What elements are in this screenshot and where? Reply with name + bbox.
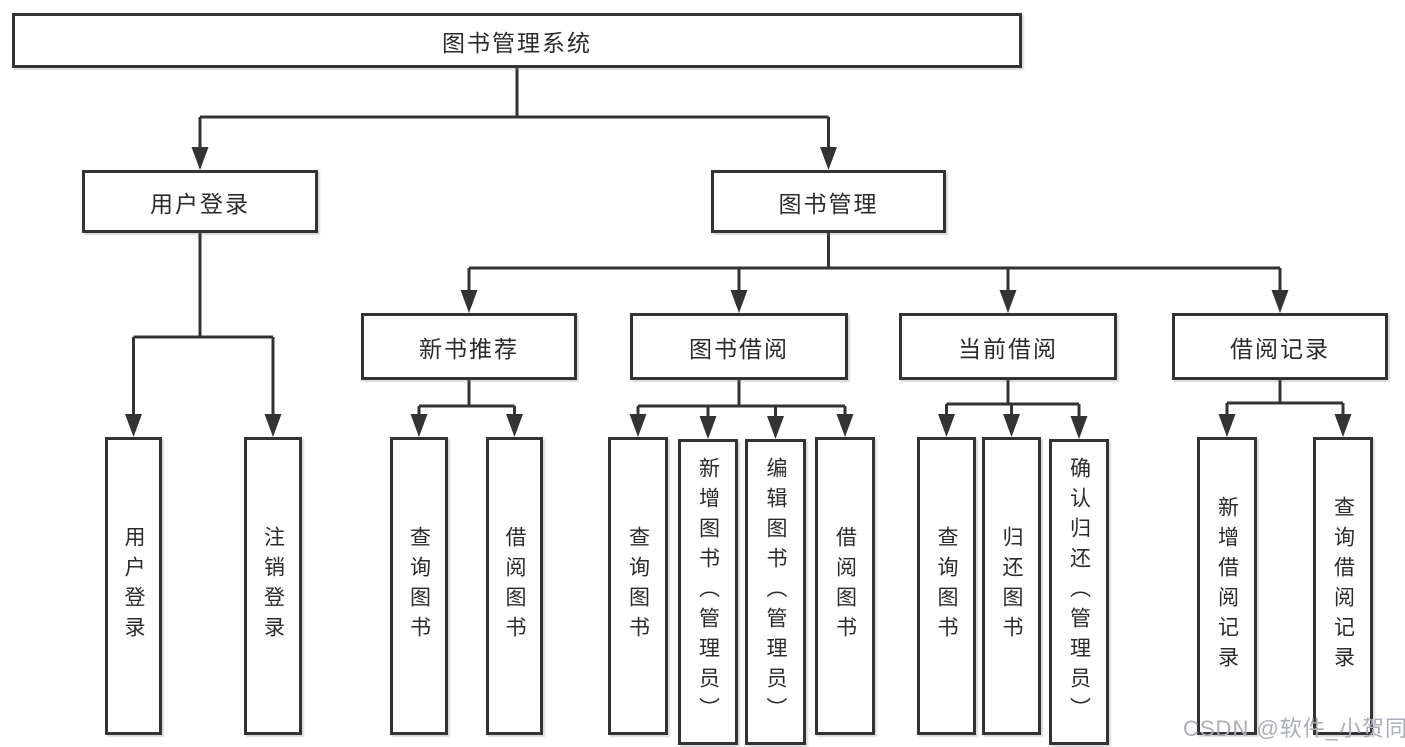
arrowhead xyxy=(506,414,523,437)
arrowhead xyxy=(1218,414,1236,437)
arrowhead xyxy=(460,290,478,313)
node-book-management: 图书管理 xyxy=(711,170,946,233)
connector-current-to-leaves xyxy=(938,380,1088,439)
node-label: 注销登录 xyxy=(261,526,285,646)
node-borrowing-records: 借阅记录 xyxy=(1172,313,1388,380)
node-label: 图书借阅 xyxy=(689,335,789,362)
node-label: 查询图书 xyxy=(626,526,650,646)
node-label: 确认归还（管理员） xyxy=(1067,457,1091,727)
arrowhead xyxy=(938,414,955,437)
node-label: 查询借阅记录 xyxy=(1331,496,1355,676)
connector-userlogin-to-leaves xyxy=(125,233,282,437)
node-user-login: 用户登录 xyxy=(82,170,318,233)
node-new-book-recommend: 新书推荐 xyxy=(361,313,577,380)
node-library-management-system: 图书管理系统 xyxy=(12,13,1022,68)
leaf-query-books-1: 查询图书 xyxy=(390,437,448,735)
connector-records-to-leaves xyxy=(1218,380,1352,437)
node-label: 当前借阅 xyxy=(958,335,1058,362)
arrowhead xyxy=(820,147,837,170)
csdn-watermark: CSDN @软件_小贺同学 xyxy=(1183,716,1405,741)
leaf-logout: 注销登录 xyxy=(244,437,302,735)
arrowhead xyxy=(999,290,1017,313)
arrowhead xyxy=(836,414,854,437)
leaf-edit-book-admin: 编辑图书（管理员） xyxy=(745,439,806,745)
node-label: 借阅记录 xyxy=(1230,335,1330,362)
node-label: 新增借阅记录 xyxy=(1215,496,1239,676)
leaf-query-borrow-record: 查询借阅记录 xyxy=(1313,437,1373,735)
leaf-borrow-books-1: 借阅图书 xyxy=(486,437,543,735)
node-current-borrowing: 当前借阅 xyxy=(899,313,1117,380)
arrowhead xyxy=(125,414,142,437)
arrowhead xyxy=(629,414,647,437)
node-book-borrowing: 图书借阅 xyxy=(630,313,848,380)
node-label: 用户登录 xyxy=(150,190,250,217)
arrowhead xyxy=(767,416,784,439)
node-label: 查询图书 xyxy=(407,526,431,646)
leaf-return-book: 归还图书 xyxy=(982,437,1041,735)
node-label: 查询图书 xyxy=(935,526,958,646)
arrowhead xyxy=(1334,414,1352,437)
arrowhead xyxy=(264,414,282,437)
node-label: 编辑图书（管理员） xyxy=(764,457,787,727)
arrowhead xyxy=(1003,414,1020,437)
node-label: 归还图书 xyxy=(1000,526,1023,646)
leaf-add-book-admin: 新增图书（管理员） xyxy=(678,439,738,745)
node-label: 图书管理系统 xyxy=(442,29,592,56)
node-label: 图书管理 xyxy=(778,190,879,217)
connector-root-to-level2 xyxy=(191,68,837,170)
arrowhead xyxy=(699,416,717,439)
leaf-add-borrow-record: 新增借阅记录 xyxy=(1197,437,1257,735)
arrowhead xyxy=(1271,290,1289,313)
arrowhead xyxy=(191,147,209,170)
connector-bookmgmt-to-level3 xyxy=(460,233,1289,313)
node-label: 新书推荐 xyxy=(419,335,519,362)
node-label: 用户登录 xyxy=(122,526,145,646)
leaf-confirm-return-admin: 确认归还（管理员） xyxy=(1049,439,1109,745)
arrowhead xyxy=(410,414,428,437)
leaf-borrow-books-2: 借阅图书 xyxy=(815,437,875,735)
leaf-query-books-3: 查询图书 xyxy=(917,437,976,735)
node-label: 借阅图书 xyxy=(503,526,526,646)
leaf-user-login: 用户登录 xyxy=(105,437,162,735)
arrowhead xyxy=(730,290,748,313)
arrowhead xyxy=(1070,416,1088,439)
connector-newbooks-to-leaves xyxy=(410,380,523,437)
leaf-query-books-2: 查询图书 xyxy=(608,437,668,735)
node-label: 新增图书（管理员） xyxy=(696,457,720,727)
node-label: 借阅图书 xyxy=(833,526,857,646)
connector-borrow-to-leaves xyxy=(629,380,854,439)
